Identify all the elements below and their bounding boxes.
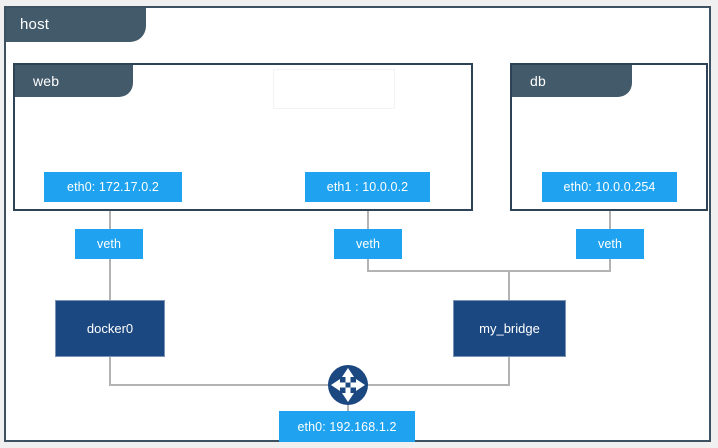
bridge-my-bridge[interactable]: my_bridge — [453, 300, 566, 357]
line-my-bridge-down — [508, 356, 510, 386]
line-web-eth1-to-veth — [367, 202, 369, 229]
line-web-eth0-to-veth — [109, 202, 111, 229]
line-veth-eth1-down — [367, 257, 369, 271]
router-multidirectional-icon[interactable] — [326, 363, 370, 407]
interface-chip-db-eth0[interactable]: eth0: 10.0.0.254 — [542, 172, 677, 202]
veth-chip-db-eth0[interactable]: veth — [576, 229, 644, 259]
bridge-docker0[interactable]: docker0 — [55, 300, 165, 357]
host-label-tab: host — [6, 8, 146, 42]
interface-chip-host-eth0[interactable]: eth0: 192.168.1.2 — [279, 411, 415, 442]
line-docker0-down — [109, 356, 111, 386]
line-db-eth0-to-veth — [609, 202, 611, 229]
web-inner-placeholder-rect — [273, 69, 395, 109]
line-veth-db-down — [609, 257, 611, 271]
line-veth-to-docker0 — [109, 257, 111, 301]
interface-chip-web-eth1[interactable]: eth1 : 10.0.0.2 — [305, 172, 430, 202]
line-docker0-to-router — [109, 384, 346, 386]
veth-chip-web-eth0[interactable]: veth — [75, 229, 143, 259]
line-veth-db-to-junction — [509, 270, 611, 272]
interface-chip-web-eth0[interactable]: eth0: 172.17.0.2 — [44, 172, 182, 202]
container-db-label-tab: db — [512, 65, 632, 97]
line-junction-to-my-bridge — [508, 270, 510, 300]
host-frame: host web db — [4, 6, 711, 442]
line-veth-eth1-to-junction — [367, 270, 509, 272]
container-web-label-tab: web — [15, 65, 133, 97]
line-my-bridge-to-router — [347, 384, 509, 386]
veth-chip-web-eth1[interactable]: veth — [334, 229, 402, 259]
line-router-to-host-eth0 — [347, 398, 349, 413]
